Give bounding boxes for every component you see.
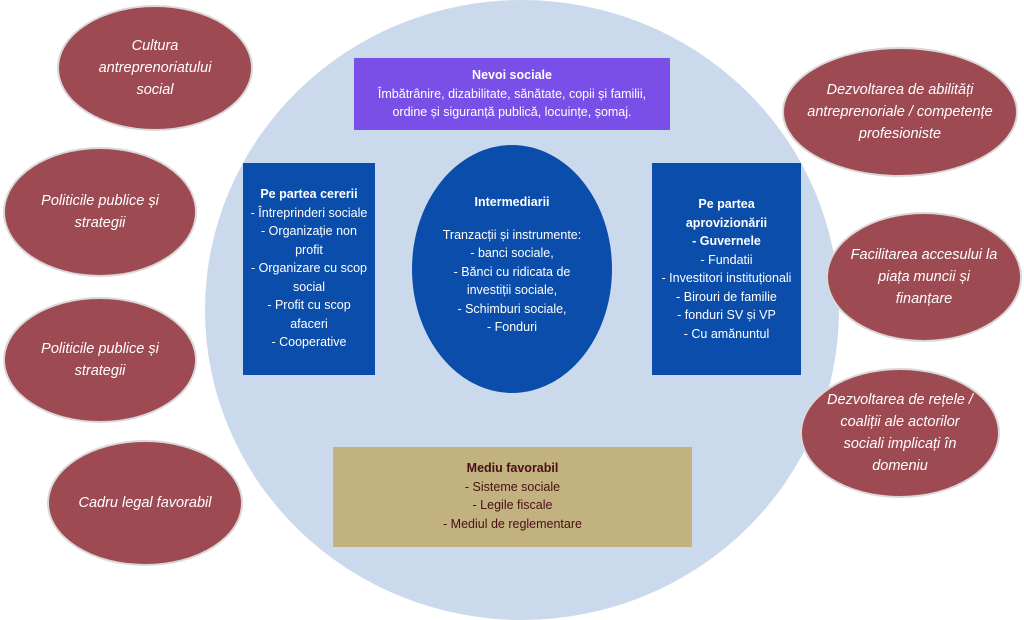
demand-side-title: Pe partea cererii [260,187,358,201]
supply-side-box: Pe partea aprovizionării - Guvernele - F… [652,163,801,375]
supply-side-title: Pe partea aprovizionării [685,197,768,230]
intermediaries-item: - Bănci cu ridicata de investiții social… [453,264,571,298]
intermediaries-ellipse: Intermediarii Tranzacții și instrumente:… [412,145,612,393]
supply-item: - Guvernele [692,234,761,248]
oval-label: Cultura antreprenoriatului social [98,38,212,98]
intermediaries-title: Intermediarii [474,195,550,209]
enabling-environment-box: Mediu favorabil - Sisteme sociale - Legi… [333,447,692,547]
supply-item: - Cu amănuntul [683,326,770,341]
social-needs-box: Nevoi sociale Îmbătrânire, dizabilitate,… [354,58,670,130]
environment-item: - Legile fiscale [472,498,553,512]
supply-item: - Birouri de familie [676,289,777,304]
oval-label: Politicile publice și strategii [41,341,159,379]
oval-public-policies-2: Politicile publice și strategii [3,297,197,423]
supply-item: - Fundatii [700,252,753,267]
intermediaries-item: - Schimburi sociale, [457,301,567,316]
oval-public-policies-1: Politicile publice și strategii [3,147,197,277]
oval-social-entrepreneurship-culture: Cultura antreprenoriatului social [57,5,253,131]
oval-market-access: Facilitarea accesului la piața muncii și… [826,212,1022,342]
oval-label: Dezvoltarea de rețele / coaliții ale act… [827,392,973,474]
enabling-environment-title: Mediu favorabil [466,461,559,475]
intermediaries-item: Tranzacții și instrumente: [442,227,582,242]
supply-item: - fonduri SV și VP [677,308,776,322]
intermediaries-item: - banci sociale, [470,246,554,260]
demand-item: - Întreprinderi sociale [250,205,368,220]
social-needs-line: Îmbătrânire, dizabilitate, sănătate, cop… [377,86,647,101]
demand-side-box: Pe partea cererii - Întreprinderi social… [243,163,375,375]
oval-legal-framework: Cadru legal favorabil [47,440,243,566]
environment-item: - Mediul de reglementare [443,516,582,531]
demand-item: - Organizație non profit [261,224,357,257]
social-needs-line: ordine și siguranță publică, locuințe, ș… [392,105,632,119]
oval-networks: Dezvoltarea de rețele / coaliții ale act… [800,368,1000,498]
oval-label: Cadru legal favorabil [78,495,212,511]
oval-entrepreneurial-skills: Dezvoltarea de abilități antreprenoriale… [782,47,1018,177]
oval-label: Facilitarea accesului la piața muncii și… [850,247,998,307]
demand-item: - Profit cu scop afaceri [267,298,351,331]
environment-item: - Sisteme sociale [464,479,561,494]
oval-label: Politicile publice și strategii [41,193,159,231]
supply-item: - Investitori instituționali [661,271,792,285]
social-needs-title: Nevoi sociale [472,68,552,82]
demand-item: - Organizare cu scop social [250,261,368,294]
intermediaries-item: - Fonduri [486,320,538,334]
oval-label: Dezvoltarea de abilități antreprenoriale… [807,82,993,142]
demand-item: - Cooperative [271,335,347,349]
